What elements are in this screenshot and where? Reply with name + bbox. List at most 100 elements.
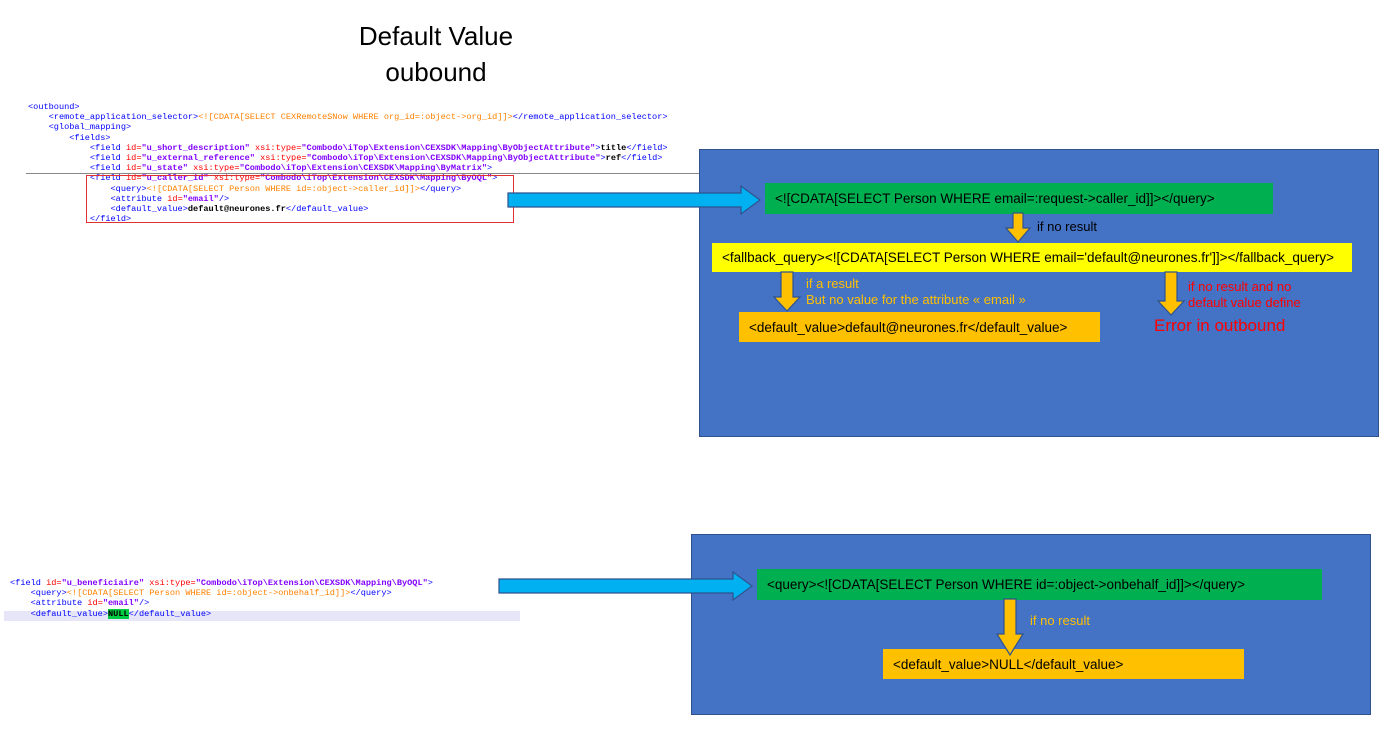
code-token: "u_beneficiaire" <box>61 578 150 588</box>
code-line: <field id="u_state" xsi:type="Combodo\iT… <box>28 163 668 173</box>
if-no-result-label-2: if no result <box>1030 613 1090 628</box>
code-token: /> <box>218 193 230 204</box>
code-line: <global_mapping> <box>28 122 668 132</box>
title-line-2: oubound <box>385 57 487 87</box>
default-value-box-2: <default_value>NULL</default_value> <box>883 649 1244 679</box>
no-default-note: if no result and no default value define <box>1188 279 1301 310</box>
down-arrow-icon <box>772 271 802 312</box>
down-arrow-icon <box>1156 271 1186 316</box>
code-line: <query><![CDATA[SELECT Person WHERE id=:… <box>10 588 433 598</box>
error-in-outbound: Error in outbound <box>1154 316 1286 335</box>
right-arrow-icon <box>498 570 754 602</box>
if-a-result-note: if a result But no value for the attribu… <box>806 276 1026 307</box>
code-token: </field> <box>621 152 663 163</box>
right-arrow-icon <box>507 184 762 216</box>
code-token: id= <box>126 152 142 163</box>
code-token: xsi:type= <box>213 173 261 184</box>
code-token: </default_value> <box>285 203 369 214</box>
xml-code-block-bottom: <field id="u_beneficiaire" xsi:type="Com… <box>10 578 433 619</box>
editor-divider <box>26 173 716 174</box>
code-line: <remote_application_selector><![CDATA[SE… <box>28 112 668 122</box>
code-line: </field> <box>28 214 668 224</box>
code-token: </query> <box>350 588 392 599</box>
code-token: <outbound> <box>28 102 80 112</box>
code-line: <field id="u_caller_id" xsi:type="Combod… <box>28 173 668 183</box>
xml-code-block-top: <outbound> <remote_application_selector>… <box>28 102 668 224</box>
code-token: <field <box>89 152 126 163</box>
code-token: <remote_application_selector> <box>48 112 199 123</box>
title-line-1: Default Value <box>358 21 514 51</box>
code-token: <field <box>89 163 126 174</box>
code-token: <query> <box>110 183 147 194</box>
code-token: title <box>600 142 627 153</box>
code-token: <![CDATA[SELECT Person WHERE id=:object-… <box>66 588 351 599</box>
code-token: "Combodo\iTop\Extension\CEXSDK\Mapping\B… <box>195 578 428 588</box>
code-token: id= <box>126 142 142 153</box>
code-token: "Combodo\iTop\Extension\CEXSDK\Mapping\B… <box>239 163 488 174</box>
code-token: id= <box>87 598 103 609</box>
code-line: <query><![CDATA[SELECT Person WHERE id=:… <box>28 184 668 194</box>
code-token: <field <box>89 142 126 153</box>
code-token: <![CDATA[SELECT CEXRemoteSNow WHERE org_… <box>198 112 513 123</box>
code-token: </default_value> <box>128 608 212 619</box>
code-token: "u_external_reference" <box>141 152 261 163</box>
code-token: "Combodo\iTop\Extension\CEXSDK\Mapping\B… <box>306 152 601 163</box>
code-line: <attribute id="email"/> <box>28 194 668 204</box>
flow-panel-beneficiaire <box>691 534 1371 715</box>
code-token: ref <box>605 152 622 163</box>
code-token: xsi:type= <box>254 142 302 153</box>
code-token: id= <box>46 578 62 588</box>
code-token: </field> <box>626 142 668 153</box>
code-token: > <box>600 152 606 163</box>
code-line: <field id="u_external_reference" xsi:typ… <box>28 153 668 163</box>
highlighted-code-line <box>4 611 520 621</box>
code-token: <attribute <box>30 598 88 609</box>
if-no-result-label: if no result <box>1037 219 1097 234</box>
query-box: <![CDATA[SELECT Person WHERE email=:requ… <box>765 183 1273 214</box>
code-line: <default_value>default@neurones.fr</defa… <box>28 204 668 214</box>
code-token: <default_value> <box>110 203 188 214</box>
code-line: <field id="u_short_description" xsi:type… <box>28 143 668 153</box>
code-token: <field <box>89 173 126 184</box>
down-arrow-icon <box>1004 212 1032 243</box>
query-box-2: <query><![CDATA[SELECT Person WHERE id=:… <box>757 569 1322 600</box>
code-token: </field> <box>89 214 132 225</box>
down-arrow-icon <box>995 598 1025 657</box>
code-token: > <box>487 163 493 174</box>
code-token: default@neurones.fr <box>187 203 286 214</box>
code-line: <attribute id="email"/> <box>10 598 433 608</box>
fallback-query-box: <fallback_query><![CDATA[SELECT Person W… <box>712 243 1352 272</box>
code-token: "u_state" <box>141 163 194 174</box>
code-token: <![CDATA[SELECT Person WHERE id=:object-… <box>146 183 420 194</box>
code-token: <query> <box>30 588 67 599</box>
code-token: id= <box>126 163 142 174</box>
code-token: id= <box>167 193 183 204</box>
code-token: "email" <box>182 193 219 204</box>
code-token: <attribute <box>110 193 168 204</box>
code-token: "u_short_description" <box>141 142 255 153</box>
code-token: </remote_application_selector> <box>512 112 668 123</box>
code-token: > <box>427 578 433 588</box>
code-token: "email" <box>102 598 139 609</box>
default-value-box: <default_value>default@neurones.fr</defa… <box>739 312 1100 342</box>
code-token: xsi:type= <box>193 163 240 174</box>
code-token: /> <box>138 598 150 609</box>
code-token: "u_caller_id" <box>141 173 214 184</box>
code-token: "Combodo\iTop\Extension\CEXSDK\Mapping\B… <box>260 173 493 184</box>
code-token: "Combodo\iTop\Extension\CEXSDK\Mapping\B… <box>301 142 596 153</box>
code-token: <default_value> <box>30 608 108 619</box>
code-token: xsi:type= <box>260 152 307 163</box>
code-token: <field <box>10 578 47 588</box>
code-token: NULL <box>108 608 129 619</box>
code-token: <fields> <box>69 132 111 143</box>
code-token: xsi:type= <box>149 578 196 588</box>
page-title: Default Value oubound <box>300 18 572 90</box>
code-line: <fields> <box>28 133 668 143</box>
code-line: <outbound> <box>28 102 668 112</box>
code-line: <field id="u_beneficiaire" xsi:type="Com… <box>10 578 433 588</box>
code-token: > <box>595 142 601 153</box>
code-token: </query> <box>419 183 462 194</box>
code-token: > <box>492 173 498 184</box>
code-token: <global_mapping> <box>48 122 132 133</box>
code-line: <default_value>NULL</default_value> <box>10 608 433 619</box>
